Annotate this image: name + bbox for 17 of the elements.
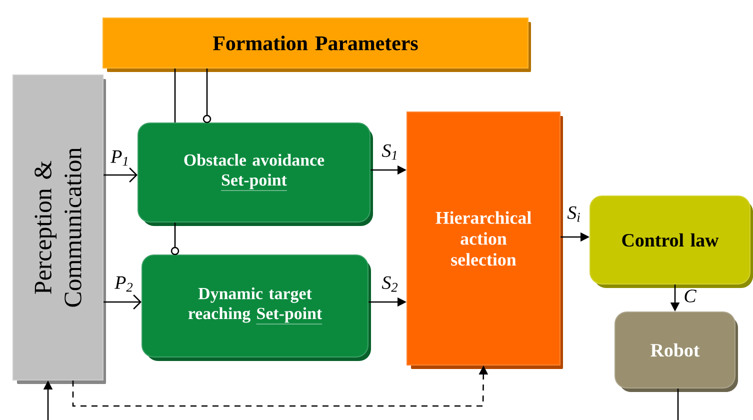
edge-label: C — [682, 288, 698, 304]
setpoint-box: Dynamic target reaching Set-point — [142, 254, 371, 361]
connector — [170, 222, 180, 256]
edge-label: P$_{2}$ — [114, 275, 134, 293]
connector — [202, 68, 212, 124]
selection-box: Hierarchical action selection — [406, 112, 563, 369]
edge-label: S$_{1}$ — [380, 143, 400, 161]
robot-box: Robot — [614, 312, 738, 392]
edge-label: S$_{i}$ — [566, 205, 582, 223]
edge-label: S$_{2}$ — [380, 275, 400, 293]
setpoint-box: Obstacle avoidance Set-point — [138, 122, 373, 226]
parameter-bar: Formation Parameters — [102, 18, 531, 72]
control-law-box: Control law — [590, 196, 753, 288]
arrow — [104, 294, 142, 310]
perception-box: Perception & Communication — [12, 74, 106, 384]
arrow — [104, 168, 138, 182]
edge-label: P$_{1}$ — [110, 149, 130, 167]
